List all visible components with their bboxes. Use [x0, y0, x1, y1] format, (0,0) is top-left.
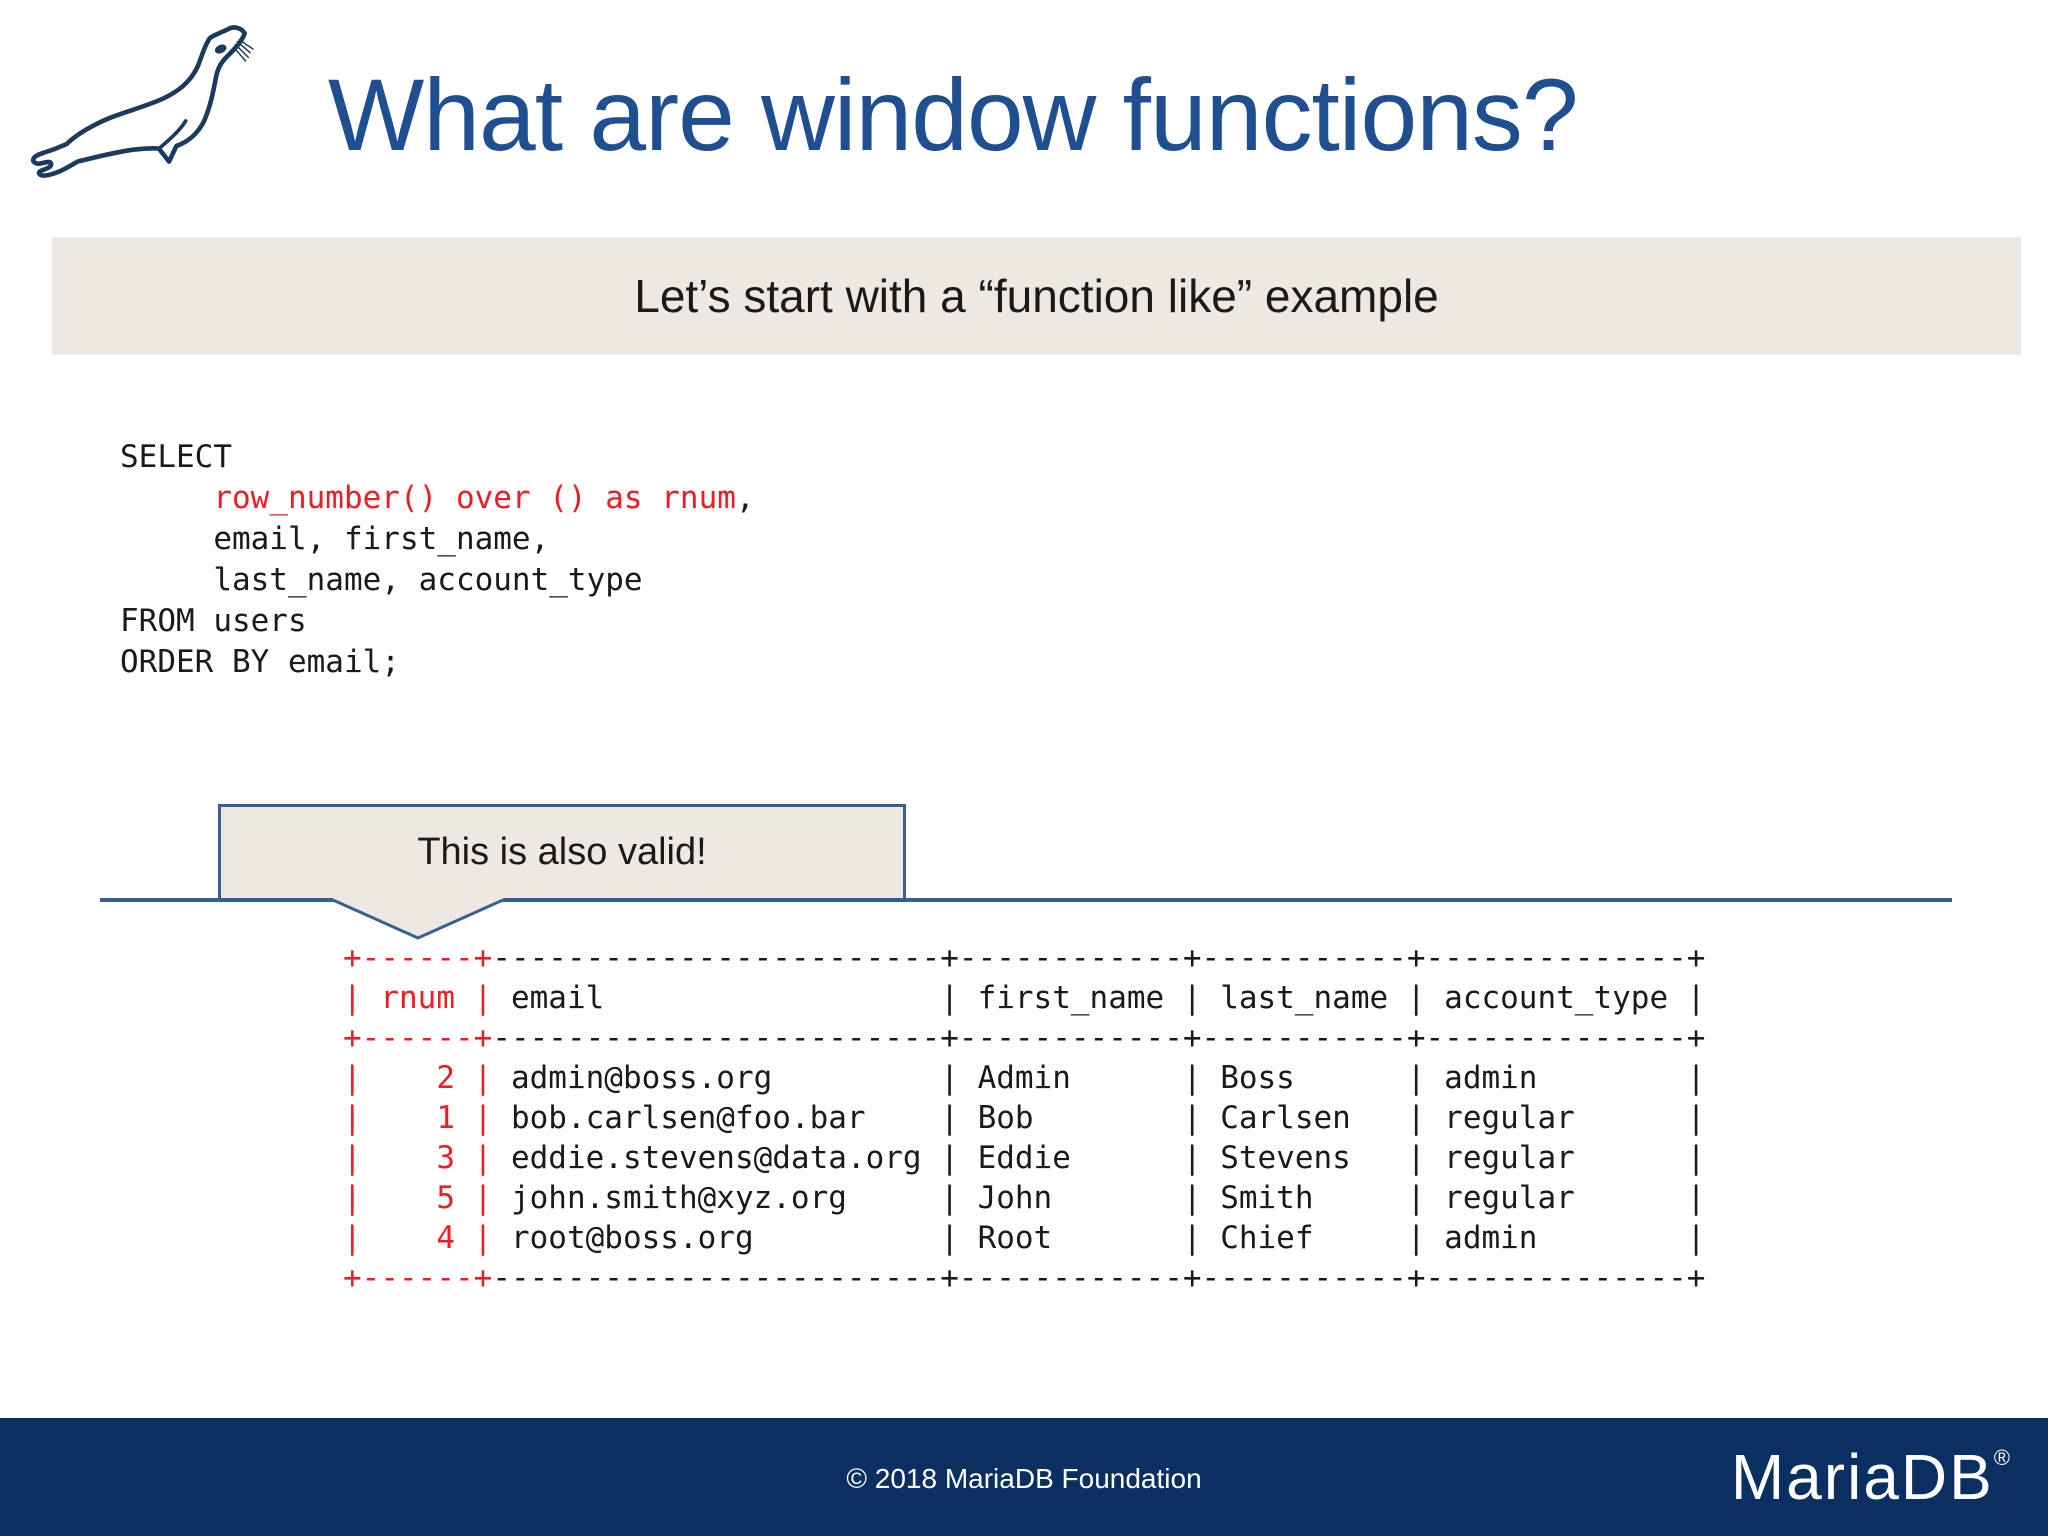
page-title: What are window functions? [328, 58, 1579, 172]
seal-whiskers [232, 39, 254, 62]
query-result-table: +------+------------------------+-------… [343, 940, 1706, 1296]
callout-bubble: This is also valid! [218, 804, 906, 898]
subtitle-text: Let’s start with a “function like” examp… [634, 270, 1439, 322]
callout-text: This is also valid! [417, 831, 707, 873]
subtitle-banner: Let’s start with a “function like” examp… [52, 237, 2021, 355]
mariadb-seal-logo [30, 25, 254, 178]
brand-text: MariaDB [1730, 1441, 1994, 1513]
seal-body [30, 25, 247, 178]
seal-hip-line [157, 119, 188, 151]
callout-pointer-icon [332, 896, 504, 940]
registered-mark: ® [1993, 1445, 2010, 1470]
sql-code-block: SELECT row_number() over () as rnum, ema… [120, 439, 755, 680]
divider-line [100, 898, 1952, 902]
seal-eye [214, 44, 227, 54]
footer-bar: © 2018 MariaDB Foundation MariaDB® [0, 1418, 2048, 1536]
mariadb-wordmark: MariaDB® [1731, 1440, 2010, 1514]
copyright-text: © 2018 MariaDB Foundation [846, 1463, 1202, 1494]
